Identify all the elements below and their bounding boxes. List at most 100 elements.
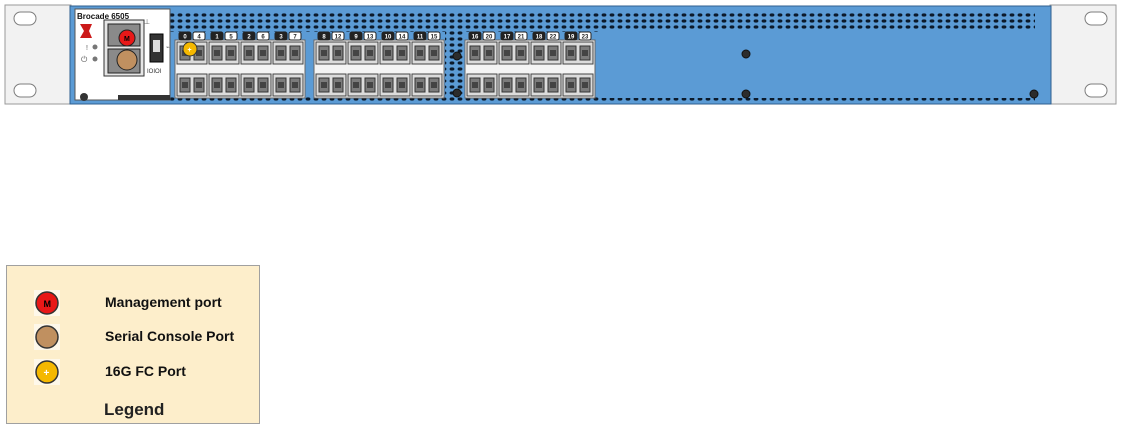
fc-port-top[interactable] <box>272 41 304 65</box>
power-icon: ⏻ <box>81 55 88 64</box>
rack-mount-hole <box>13 11 37 26</box>
chassis-screws <box>452 49 1039 99</box>
port-number-label: 21 <box>514 31 528 41</box>
svg-text:7: 7 <box>293 35 297 41</box>
svg-text:15: 15 <box>431 35 438 41</box>
management-port-glyph: M <box>124 36 130 43</box>
screw-icon <box>452 51 462 61</box>
port-number-label: 10 <box>381 31 395 41</box>
fc-port-bottom[interactable] <box>562 73 594 97</box>
fc-16g-glyph: + <box>188 47 192 54</box>
legend-label-fc16g: 16G FC Port <box>105 363 186 379</box>
serial-console-marker <box>116 49 138 71</box>
vent-bottom <box>170 96 1035 103</box>
fc-port-bottom[interactable] <box>315 73 347 97</box>
fc-port-top[interactable] <box>347 41 379 65</box>
status-led <box>92 44 98 50</box>
svg-text:10: 10 <box>385 35 392 41</box>
port-number-label: 7 <box>288 31 302 41</box>
fc-port-bottom[interactable] <box>347 73 379 97</box>
svg-text:2: 2 <box>247 35 251 41</box>
legend-label-management: Management port <box>105 294 222 310</box>
ethernet-icon: ⊥ <box>144 19 150 26</box>
pull-tab <box>118 95 170 100</box>
port-number-label: 16 <box>468 31 482 41</box>
port-number-label: 20 <box>482 31 496 41</box>
port-number-label: 1 <box>210 31 224 41</box>
svg-text:5: 5 <box>229 35 233 41</box>
control-module: Brocade 6505 ! ⏻ M ⊥ IOIOI ⌁ <box>74 8 171 101</box>
legend-box: M Management port Serial Console Port + … <box>6 265 260 424</box>
svg-text:12: 12 <box>335 35 342 41</box>
fc-port-top[interactable] <box>208 41 240 65</box>
fc-port-bottom[interactable] <box>379 73 411 97</box>
management-port-marker <box>118 29 136 47</box>
fc-port-top[interactable] <box>498 41 530 65</box>
svg-text:1: 1 <box>215 35 219 41</box>
fc-port-top[interactable] <box>530 41 562 65</box>
fc-port-bottom[interactable] <box>272 73 304 97</box>
svg-text:19: 19 <box>568 35 575 41</box>
rack-ear-right <box>1049 4 1117 105</box>
rack-mount-hole <box>1084 11 1108 26</box>
port-number-label: 18 <box>532 31 546 41</box>
fc-port-bottom[interactable] <box>240 73 272 97</box>
fc-port-top[interactable] <box>379 41 411 65</box>
rack-mount-hole <box>1084 83 1108 98</box>
port-number-label: 8 <box>317 31 331 41</box>
fc-port-top[interactable] <box>315 41 347 65</box>
svg-text:16: 16 <box>472 35 479 41</box>
port-number-label: 0 <box>178 31 192 41</box>
port-number-label: 5 <box>224 31 238 41</box>
svg-text:+: + <box>44 368 50 379</box>
screw-icon <box>452 88 462 98</box>
svg-text:0: 0 <box>183 35 187 41</box>
fc-16g-port-marker: + <box>182 41 198 57</box>
fc-port-bottom[interactable] <box>208 73 240 97</box>
svg-text:17: 17 <box>504 35 511 41</box>
legend-item-management: M Management port <box>33 289 253 317</box>
svg-text:3: 3 <box>279 35 283 41</box>
power-led <box>92 56 98 62</box>
fc-port-bottom[interactable] <box>498 73 530 97</box>
fc-port-top[interactable] <box>562 41 594 65</box>
fc-port-top[interactable] <box>411 41 443 65</box>
port-number-label: 4 <box>192 31 206 41</box>
fc-port-top[interactable] <box>466 41 498 65</box>
fc-port-bottom[interactable] <box>466 73 498 97</box>
rack-ear-left <box>4 4 72 105</box>
svg-text:11: 11 <box>417 35 424 41</box>
fc-port-bottom[interactable] <box>176 73 208 97</box>
management-port-icon: M <box>34 290 60 316</box>
port-number-label: 19 <box>564 31 578 41</box>
beacon-icon: ⌁ <box>166 45 170 51</box>
svg-text:4: 4 <box>197 35 201 41</box>
screw-icon <box>741 89 751 99</box>
legend-title: Legend <box>104 400 165 419</box>
screw-icon <box>1029 89 1039 99</box>
usb-label: IOIOI <box>147 69 162 75</box>
legend-item-console: Serial Console Port <box>33 323 253 351</box>
svg-text:8: 8 <box>322 35 326 41</box>
port-number-label: 2 <box>242 31 256 41</box>
fc-port-bottom[interactable] <box>530 73 562 97</box>
svg-text:9: 9 <box>354 35 358 41</box>
fc-port-top[interactable] <box>240 41 272 65</box>
port-number-label: 17 <box>500 31 514 41</box>
fc-port-bottom[interactable] <box>411 73 443 97</box>
svg-text:21: 21 <box>518 35 525 41</box>
attention-led-icon: ! <box>86 45 88 52</box>
legend-item-fc16g: + 16G FC Port <box>33 358 253 386</box>
svg-text:14: 14 <box>399 35 406 41</box>
svg-text:23: 23 <box>582 35 589 41</box>
svg-text:20: 20 <box>486 35 493 41</box>
port-number-label: 13 <box>363 31 377 41</box>
port-number-label: 3 <box>274 31 288 41</box>
vent-top <box>170 11 1035 32</box>
svg-text:6: 6 <box>261 35 265 41</box>
svg-text:22: 22 <box>550 35 557 41</box>
port-number-label: 23 <box>578 31 592 41</box>
screw-icon <box>741 49 751 59</box>
